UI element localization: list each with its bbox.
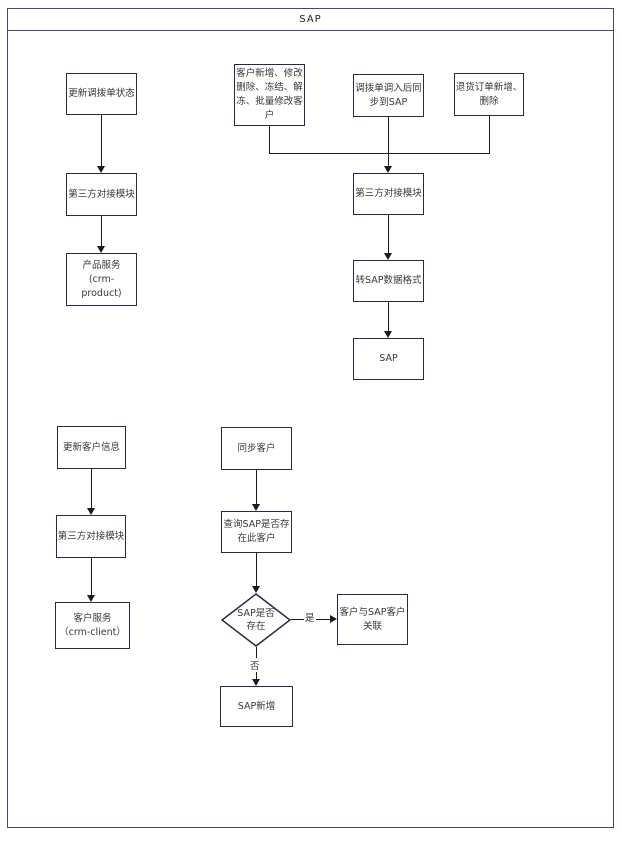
node-update-customer-info: 更新客户信息	[57, 426, 126, 469]
arrowhead-down-icon	[252, 504, 260, 511]
diagram-frame	[7, 8, 614, 828]
node-third-party-module-1: 第三方对接模块	[66, 173, 137, 216]
node-customer-service: 客户服务 （crm-client）	[55, 602, 130, 649]
connector-line	[256, 470, 257, 505]
arrowhead-down-icon	[384, 331, 392, 338]
connector-line	[101, 216, 102, 247]
node-sap-exists-decision: SAP是否 存在	[221, 593, 291, 647]
connector-line	[91, 469, 92, 509]
connector-line	[91, 558, 92, 596]
connector-line	[269, 126, 270, 153]
node-customer-ops: 客户新增、修改 删除、冻结、解 冻、批量修改客 户	[234, 64, 305, 126]
node-third-party-module-2: 第三方对接模块	[353, 173, 424, 215]
arrowhead-down-icon	[384, 253, 392, 260]
connector-line	[388, 215, 389, 254]
connector-line	[256, 553, 257, 587]
node-query-sap-exists: 查询SAP是否存 在此客户	[221, 511, 292, 553]
connector-line	[101, 115, 102, 167]
edge-label-yes: 是	[304, 610, 316, 624]
arrowhead-down-icon	[252, 679, 260, 686]
connector-line	[388, 302, 389, 332]
connector-line	[489, 116, 490, 153]
node-return-order: 退货订单新增、 删除	[454, 73, 524, 116]
node-update-transfer-status: 更新调拨单状态	[66, 73, 137, 115]
node-sap: SAP	[353, 338, 424, 380]
arrowhead-down-icon	[97, 246, 105, 253]
arrowhead-down-icon	[87, 508, 95, 515]
node-transfer-sync: 调拨单调入后同 步到SAP	[353, 74, 424, 117]
diagram-title: SAP	[7, 8, 614, 31]
node-sync-customer: 同步客户	[221, 427, 292, 470]
node-sap-create: SAP新增	[220, 686, 293, 727]
edge-label-no: 否	[249, 658, 261, 672]
node-product-service: 产品服务 (crm- product)	[66, 253, 137, 306]
decision-label: SAP是否 存在	[237, 608, 275, 632]
arrowhead-down-icon	[97, 166, 105, 173]
arrowhead-down-icon	[87, 595, 95, 602]
connector-line	[388, 117, 389, 167]
diamond-shape	[221, 593, 291, 647]
node-link-customer-sap: 客户与SAP客户 关联	[337, 594, 408, 645]
connector-line	[269, 153, 490, 154]
node-third-party-module-3: 第三方对接模块	[56, 515, 126, 558]
node-to-sap-format: 转SAP数据格式	[353, 260, 424, 302]
arrowhead-down-icon	[384, 166, 392, 173]
arrowhead-right-icon	[330, 615, 337, 623]
arrowhead-down-icon	[252, 586, 260, 593]
